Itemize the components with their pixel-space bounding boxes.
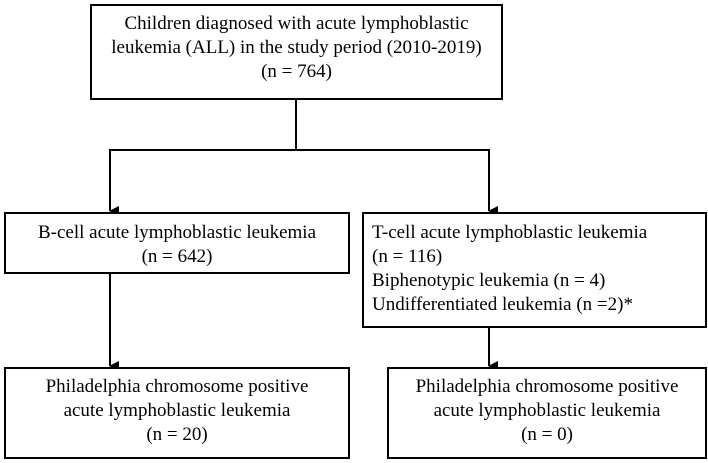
ph-right-line2: acute lymphoblastic leukemia [433,400,661,421]
t-cell-count: (n = 116) [372,246,443,267]
t-cell-label: T-cell acute lymphoblastic leukemia [372,222,648,243]
all-cohort-box: Children diagnosed with acute lymphoblas… [90,4,503,100]
all-cohort-line2: leukemia (ALL) in the study period (2010… [111,37,482,58]
biphenotypic-label: Biphenotypic leukemia (n = 4) [372,270,606,291]
b-cell-count: (n = 642) [141,246,213,267]
undifferentiated-label: Undifferentiated leukemia (n =2)* [372,294,633,315]
ph-positive-other-box: Philadelphia chromosome positive acute l… [387,367,707,459]
all-cohort-count: (n = 764) [261,61,332,82]
b-cell-label: B-cell acute lymphoblastic leukemia [37,222,317,243]
ph-left-line2: acute lymphoblastic leukemia [63,400,291,421]
b-cell-box: B-cell acute lymphoblastic leukemia (n =… [4,212,350,274]
ph-left-line1: Philadelphia chromosome positive [45,376,309,397]
ph-right-line1: Philadelphia chromosome positive [415,376,679,397]
ph-positive-b-cell-box: Philadelphia chromosome positive acute l… [4,367,350,459]
t-cell-box: T-cell acute lymphoblastic leukemia (n =… [362,212,707,328]
all-cohort-line1: Children diagnosed with acute lymphoblas… [124,13,469,34]
ph-right-count: (n = 0) [521,424,573,445]
ph-left-count: (n = 20) [146,424,208,445]
